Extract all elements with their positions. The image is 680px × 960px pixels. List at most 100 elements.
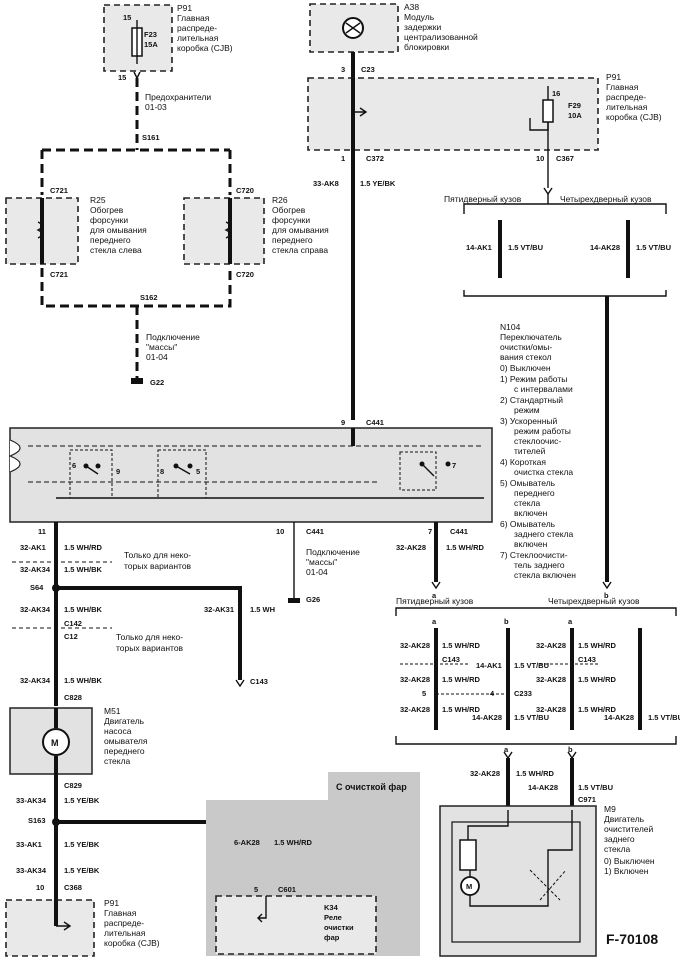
svg-text:32-AK28: 32-AK28 <box>536 705 566 714</box>
svg-text:A38: A38 <box>404 2 419 12</box>
svg-text:1.5 VT/BU: 1.5 VT/BU <box>636 243 671 252</box>
svg-text:стекла: стекла <box>514 498 541 508</box>
svg-text:5: 5 <box>422 689 426 698</box>
svg-text:1.5 YE/BK: 1.5 YE/BK <box>64 796 100 805</box>
svg-text:S162: S162 <box>140 293 158 302</box>
svg-text:C720: C720 <box>236 270 254 279</box>
svg-text:S161: S161 <box>142 133 160 142</box>
svg-text:6-AK28: 6-AK28 <box>234 838 260 847</box>
svg-text:32-AK1: 32-AK1 <box>20 543 46 552</box>
svg-text:C441: C441 <box>366 418 384 427</box>
svg-text:M9: M9 <box>604 804 616 814</box>
svg-text:1.5 YE/BK: 1.5 YE/BK <box>64 840 100 849</box>
svg-text:a: a <box>432 591 437 600</box>
svg-text:N104: N104 <box>500 322 521 332</box>
svg-text:a: a <box>504 745 509 754</box>
svg-text:6) Омыватель: 6) Омыватель <box>500 519 556 529</box>
r26-heater-right: R26 Обогрев форсунки для омывания передн… <box>183 195 329 265</box>
svg-text:7: 7 <box>428 527 432 536</box>
svg-text:F29: F29 <box>568 101 581 110</box>
svg-text:1.5 WH/RD: 1.5 WH/RD <box>442 641 481 650</box>
svg-text:C143: C143 <box>442 655 460 664</box>
ground-g26-icon <box>288 598 300 603</box>
svg-text:переднего: переднего <box>90 235 131 245</box>
svg-text:режим: режим <box>514 405 540 415</box>
svg-text:лительная: лительная <box>606 102 648 112</box>
svg-text:10: 10 <box>36 883 44 892</box>
n104-wiper-switch: 6 9 8 5 7 <box>8 427 493 523</box>
svg-text:1: 1 <box>341 154 345 163</box>
svg-text:C601: C601 <box>278 885 296 894</box>
svg-text:1.5 VT/BU: 1.5 VT/BU <box>648 713 680 722</box>
svg-text:5: 5 <box>196 467 200 476</box>
svg-text:33-AK34: 33-AK34 <box>16 866 47 875</box>
svg-text:15: 15 <box>118 73 126 82</box>
svg-text:задержки: задержки <box>404 22 441 32</box>
svg-text:1.5 WH/RD: 1.5 WH/RD <box>578 641 617 650</box>
svg-text:01-03: 01-03 <box>145 102 167 112</box>
svg-text:4) Короткая: 4) Короткая <box>500 457 546 467</box>
svg-text:14-AK28: 14-AK28 <box>528 783 558 792</box>
svg-text:Подключение: Подключение <box>306 547 360 557</box>
svg-text:Главная: Главная <box>104 908 137 918</box>
svg-text:0) Выключен: 0) Выключен <box>500 363 551 373</box>
svg-text:33-AK34: 33-AK34 <box>16 796 47 805</box>
svg-text:P91: P91 <box>177 3 192 13</box>
svg-text:торых вариантов: торых вариантов <box>124 561 192 571</box>
svg-text:5: 5 <box>254 885 258 894</box>
svg-text:коробка (CJB): коробка (CJB) <box>177 43 233 53</box>
svg-text:15A: 15A <box>144 40 158 49</box>
p91-top-fuse-box: 15 F23 15A 15 P91 Главная распреде- лите… <box>103 3 233 82</box>
svg-text:5) Омыватель: 5) Омыватель <box>500 478 556 488</box>
svg-text:Предохранители: Предохранители <box>145 92 211 102</box>
a38-lock-delay-module: A38 Модуль задержки централизованной бло… <box>309 2 478 53</box>
svg-text:Двигатель: Двигатель <box>604 814 645 824</box>
m51-washer-pump: M M51 Двигатель насоса омывателя передне… <box>9 706 148 775</box>
svg-text:распреде-: распреде- <box>104 918 144 928</box>
svg-text:очистки: очистки <box>324 923 354 932</box>
svg-text:1.5 WH/RD: 1.5 WH/RD <box>442 675 481 684</box>
svg-text:Только для неко-: Только для неко- <box>116 632 183 642</box>
svg-text:Обогрев: Обогрев <box>90 205 124 215</box>
svg-text:распреде-: распреде- <box>177 23 217 33</box>
svg-text:вания стекол: вания стекол <box>500 352 552 362</box>
svg-text:10A: 10A <box>568 111 582 120</box>
svg-text:C367: C367 <box>556 154 574 163</box>
svg-text:1.5 WH/RD: 1.5 WH/RD <box>442 705 481 714</box>
svg-text:32-AK31: 32-AK31 <box>204 605 234 614</box>
svg-text:1.5 VT/BU: 1.5 VT/BU <box>508 243 543 252</box>
svg-text:Четырехдверный кузов: Четырехдверный кузов <box>548 596 640 606</box>
svg-text:C721: C721 <box>50 186 68 195</box>
svg-text:b: b <box>504 617 509 626</box>
svg-text:стеклоочис-: стеклоочис- <box>514 436 561 446</box>
body-variant-grid: a b a 32-AK28 1.5 WH/RD C143 14-AK1 1.5 … <box>400 617 680 730</box>
svg-text:С очисткой фар: С очисткой фар <box>336 782 407 792</box>
p91-right-fuse-box: 16 F29 10A P91 Главная распреде- лительн… <box>307 72 662 151</box>
m9-rear-wiper-motor: M M9 Двигатель очистителей заднего стекл… <box>439 804 655 957</box>
svg-text:Переключатель: Переключатель <box>500 332 562 342</box>
svg-text:форсунки: форсунки <box>272 215 310 225</box>
svg-text:1) Режим работы: 1) Режим работы <box>500 374 567 384</box>
svg-text:a: a <box>432 617 437 626</box>
svg-text:10: 10 <box>536 154 544 163</box>
svg-text:F23: F23 <box>144 30 157 39</box>
svg-text:9: 9 <box>116 467 120 476</box>
svg-text:Двигатель: Двигатель <box>104 716 145 726</box>
svg-text:32-AK34: 32-AK34 <box>20 676 51 685</box>
svg-text:1.5 VT/BU: 1.5 VT/BU <box>514 713 549 722</box>
svg-text:1.5 VT/BU: 1.5 VT/BU <box>578 783 613 792</box>
svg-text:3: 3 <box>341 65 345 74</box>
svg-text:Пятидверный кузов: Пятидверный кузов <box>444 194 522 204</box>
svg-text:C828: C828 <box>64 693 82 702</box>
svg-text:14-AK28: 14-AK28 <box>472 713 502 722</box>
svg-text:коробка (CJB): коробка (CJB) <box>606 112 662 122</box>
svg-text:режим работы: режим работы <box>514 426 571 436</box>
svg-text:15: 15 <box>123 13 131 22</box>
svg-text:1.5 WH/BK: 1.5 WH/BK <box>64 565 103 574</box>
svg-text:с интервалами: с интервалами <box>514 384 573 394</box>
svg-text:блокировки: блокировки <box>404 42 449 52</box>
svg-text:M51: M51 <box>104 706 121 716</box>
svg-text:Модуль: Модуль <box>404 12 435 22</box>
svg-text:C23: C23 <box>361 65 375 74</box>
figure-id: F-70108 <box>606 931 658 947</box>
